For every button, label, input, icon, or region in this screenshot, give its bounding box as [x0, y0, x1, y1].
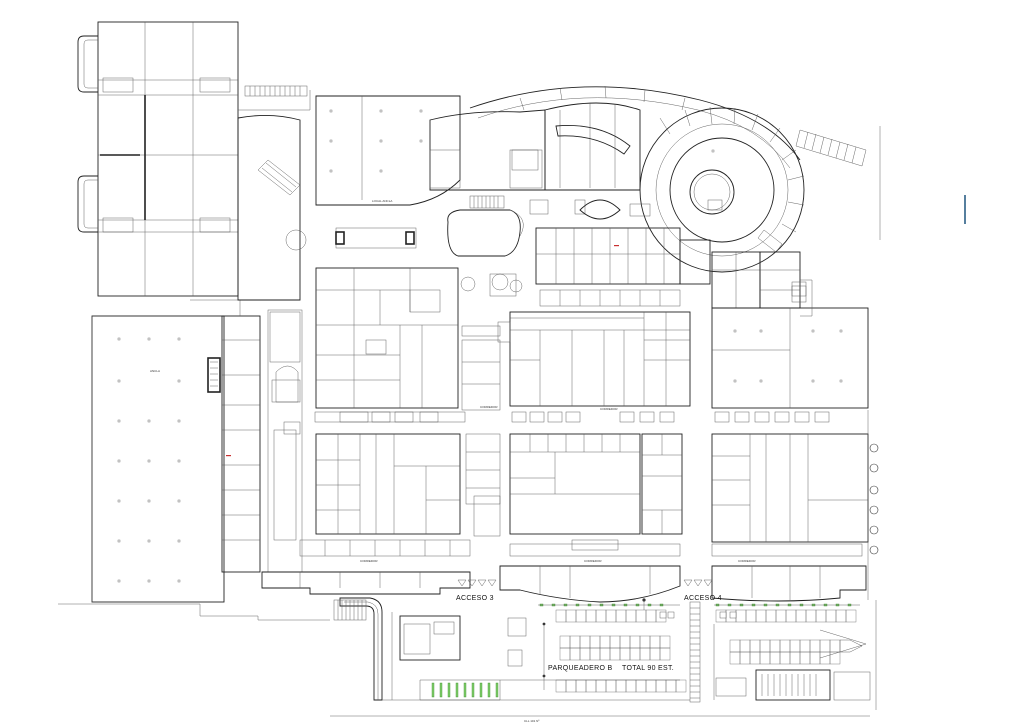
- north-shop-row: [529, 199, 807, 309]
- service-ramp: CLL 101 Nº: [330, 597, 870, 723]
- acceso-3-label: ACCESO 3: [456, 595, 494, 602]
- food-court-rotunda: [639, 106, 805, 273]
- acceso-4-label: ACCESO 4: [684, 595, 722, 602]
- tree-row: [869, 443, 879, 555]
- top-center-store: LOCAL ANCLA: [315, 95, 461, 249]
- total-capacity-label: TOTAL 90 EST.: [622, 665, 674, 672]
- stall-row-1: [555, 609, 857, 623]
- lower-east-block: [711, 433, 879, 555]
- stall-row-2: [559, 635, 863, 653]
- parking-lot: PARQUEADERO B TOTAL 90 EST.: [507, 598, 877, 710]
- left-anchor-store: ANCLA: [91, 315, 261, 603]
- lower-center-block: [509, 433, 683, 535]
- svg-text:ANCLA: ANCLA: [150, 369, 160, 373]
- annex-building: [77, 21, 239, 297]
- mid-corridor-kiosks: CORREDOR: [314, 407, 830, 423]
- crosswalk: [689, 601, 701, 703]
- east-anchor-store: [711, 307, 869, 409]
- south-front: CORREDOR CORREDOR CORREDOR ACCESO 3 ACCE…: [261, 539, 867, 603]
- corredor-label-1: CORREDOR: [480, 405, 498, 409]
- parqueadero-label: PARQUEADERO B: [548, 665, 612, 672]
- access-markers: [457, 579, 713, 587]
- stall-row-3: [559, 647, 841, 665]
- street-label: CLL 101 Nº: [524, 719, 540, 723]
- corredor-label-3: CORREDOR: [360, 559, 378, 563]
- corredor-label-5: CORREDOR: [738, 559, 756, 563]
- green-stalls-bottom: [431, 682, 499, 698]
- lower-west-block: [315, 433, 501, 537]
- svg-text:LOCAL ANCLA: LOCAL ANCLA: [372, 199, 392, 203]
- top-arc-corridor: [469, 85, 881, 240]
- corredor-label-4: CORREDOR: [584, 559, 602, 563]
- corredor-label-2: CORREDOR: [600, 407, 618, 411]
- columns-left: [117, 337, 181, 583]
- stall-row-4: [555, 679, 687, 693]
- center-block-upper: [497, 311, 691, 407]
- north-wedge: [237, 85, 311, 301]
